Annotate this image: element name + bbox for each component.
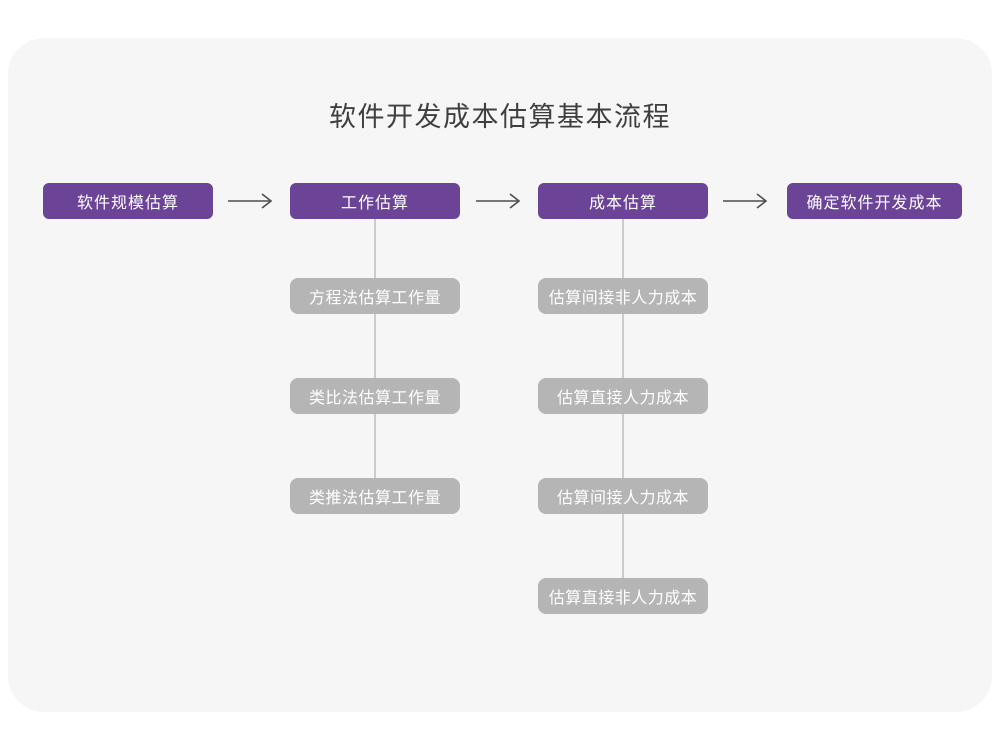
substep-label: 估算直接人力成本 bbox=[556, 390, 689, 407]
page-title: 软件开发成本估算基本流程 bbox=[329, 102, 671, 132]
right-arrow-icon bbox=[723, 193, 768, 209]
substep-equation-method-workload: 方程法估算工作量 bbox=[290, 278, 460, 314]
step-label: 工作估算 bbox=[340, 195, 409, 212]
connector-line-work-estimation bbox=[374, 219, 376, 497]
substep-label: 估算间接人力成本 bbox=[556, 490, 689, 507]
right-arrow-icon bbox=[228, 193, 273, 209]
right-arrow-icon bbox=[476, 193, 521, 209]
substep-label: 估算间接非人力成本 bbox=[548, 290, 698, 307]
step-determine-development-cost: 确定软件开发成本 bbox=[787, 183, 962, 219]
substep-label: 方程法估算工作量 bbox=[308, 290, 441, 307]
substep-extrapolation-method-workload: 类推法估算工作量 bbox=[290, 478, 460, 514]
step-cost-estimation: 成本估算 bbox=[538, 183, 708, 219]
substep-label: 估算直接非人力成本 bbox=[548, 590, 698, 607]
substep-indirect-labor-cost: 估算间接人力成本 bbox=[538, 478, 708, 514]
step-label: 软件规模估算 bbox=[76, 195, 179, 212]
flowchart-card: 软件开发成本估算基本流程 软件规模估算 工作估算 成本估算 确定软件开发成本 bbox=[8, 38, 992, 712]
substep-indirect-nonlabor-cost: 估算间接非人力成本 bbox=[538, 278, 708, 314]
step-label: 确定软件开发成本 bbox=[806, 195, 943, 212]
substep-label: 类比法估算工作量 bbox=[308, 390, 441, 407]
step-software-scale-estimation: 软件规模估算 bbox=[43, 183, 213, 219]
substep-analogy-method-workload: 类比法估算工作量 bbox=[290, 378, 460, 414]
substep-direct-nonlabor-cost: 估算直接非人力成本 bbox=[538, 578, 708, 614]
step-work-estimation: 工作估算 bbox=[290, 183, 460, 219]
substep-direct-labor-cost: 估算直接人力成本 bbox=[538, 378, 708, 414]
substep-label: 类推法估算工作量 bbox=[308, 490, 441, 507]
step-label: 成本估算 bbox=[588, 195, 657, 212]
